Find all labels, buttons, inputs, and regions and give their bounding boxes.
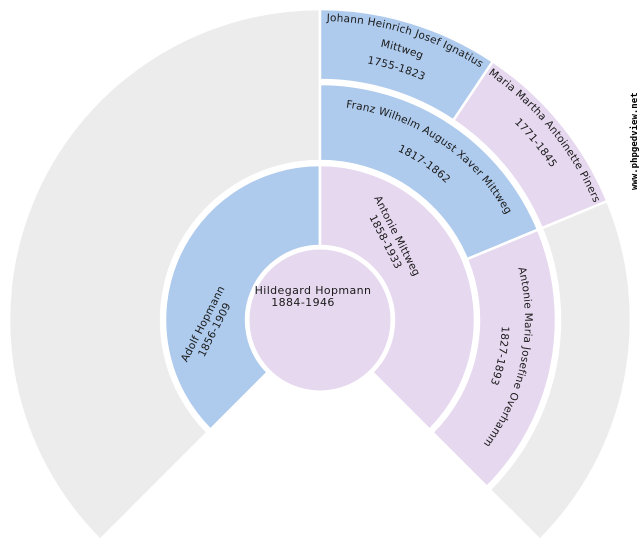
- segment-root-person[interactable]: [246, 246, 394, 394]
- root-dates: 1884-1946: [271, 296, 335, 309]
- segment-father[interactable]: [163, 163, 322, 431]
- segment-mother[interactable]: [318, 163, 477, 431]
- segment-maternal-grandmother[interactable]: [431, 228, 558, 489]
- segment-unknown-overhamm-parents: [488, 199, 633, 542]
- root-name[interactable]: Hildegard Hopmann: [255, 284, 372, 297]
- label-root-person[interactable]: Hildegard Hopmann 1884-1946: [255, 284, 372, 309]
- segment-unknown-paternal-ancestors: [7, 7, 322, 542]
- phpgedview-watermark: www.phpgedview.net: [629, 92, 640, 190]
- segment-great-grandmother-piners[interactable]: [452, 60, 609, 230]
